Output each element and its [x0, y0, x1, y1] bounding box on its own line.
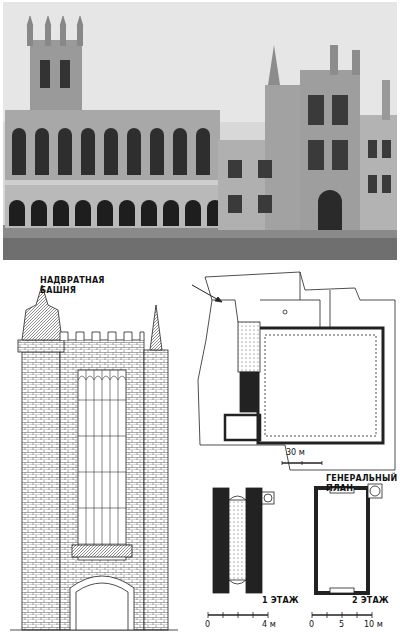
drawing-title: 1 ЭТАЖ — [262, 596, 312, 606]
gate-tower-elevation — [10, 285, 178, 630]
scale-label: 0 — [205, 620, 215, 630]
stroke — [368, 140, 377, 158]
stroke — [368, 175, 377, 193]
stroke — [150, 128, 164, 175]
drawing-title: ГЕНЕРАЛЬНЫЙ ПЛАН — [326, 474, 398, 494]
stroke — [258, 160, 272, 178]
scale-label: 30 м — [286, 448, 326, 458]
stroke — [86, 370, 87, 545]
stroke — [173, 128, 187, 175]
stroke — [127, 128, 141, 175]
stroke — [86, 376, 94, 380]
photo — [3, 2, 397, 260]
drawing-title: НАДВРАТНАЯ БАШНЯ — [40, 276, 112, 296]
stroke — [332, 95, 348, 125]
stroke — [110, 370, 111, 545]
stroke — [332, 140, 348, 170]
stroke — [12, 128, 26, 175]
drawing-title: 2 ЭТАЖ — [352, 596, 398, 606]
stroke — [228, 160, 242, 178]
stroke — [53, 200, 69, 226]
stroke — [228, 195, 242, 213]
scale-label: 0 — [309, 620, 319, 630]
stroke — [141, 200, 157, 226]
stroke — [119, 200, 135, 226]
stroke — [258, 195, 272, 213]
stroke — [58, 128, 72, 175]
stroke — [110, 376, 118, 380]
stroke — [94, 376, 102, 380]
stroke — [75, 200, 91, 226]
stroke — [97, 200, 113, 226]
stroke — [102, 376, 110, 380]
stroke — [78, 376, 86, 380]
stroke — [31, 200, 47, 226]
stroke — [78, 472, 126, 473]
stroke — [118, 370, 119, 545]
stroke — [104, 128, 118, 175]
stroke — [81, 128, 95, 175]
stroke — [118, 376, 126, 380]
stroke — [196, 128, 210, 175]
scale-label: 4 м — [262, 620, 286, 630]
stroke — [78, 544, 126, 545]
stroke — [382, 175, 391, 193]
stroke — [78, 508, 126, 509]
stroke — [382, 140, 391, 158]
stroke — [9, 200, 25, 226]
stroke — [308, 140, 324, 170]
stroke — [163, 200, 179, 226]
general-plan — [192, 272, 395, 470]
stroke — [78, 436, 126, 437]
stroke — [102, 370, 103, 545]
stroke — [35, 128, 49, 175]
scale-label: 10 м — [364, 620, 394, 630]
stroke — [308, 95, 324, 125]
stroke — [94, 370, 95, 545]
scale-label: 5 — [339, 620, 349, 630]
stroke — [185, 200, 201, 226]
stroke — [78, 400, 126, 401]
